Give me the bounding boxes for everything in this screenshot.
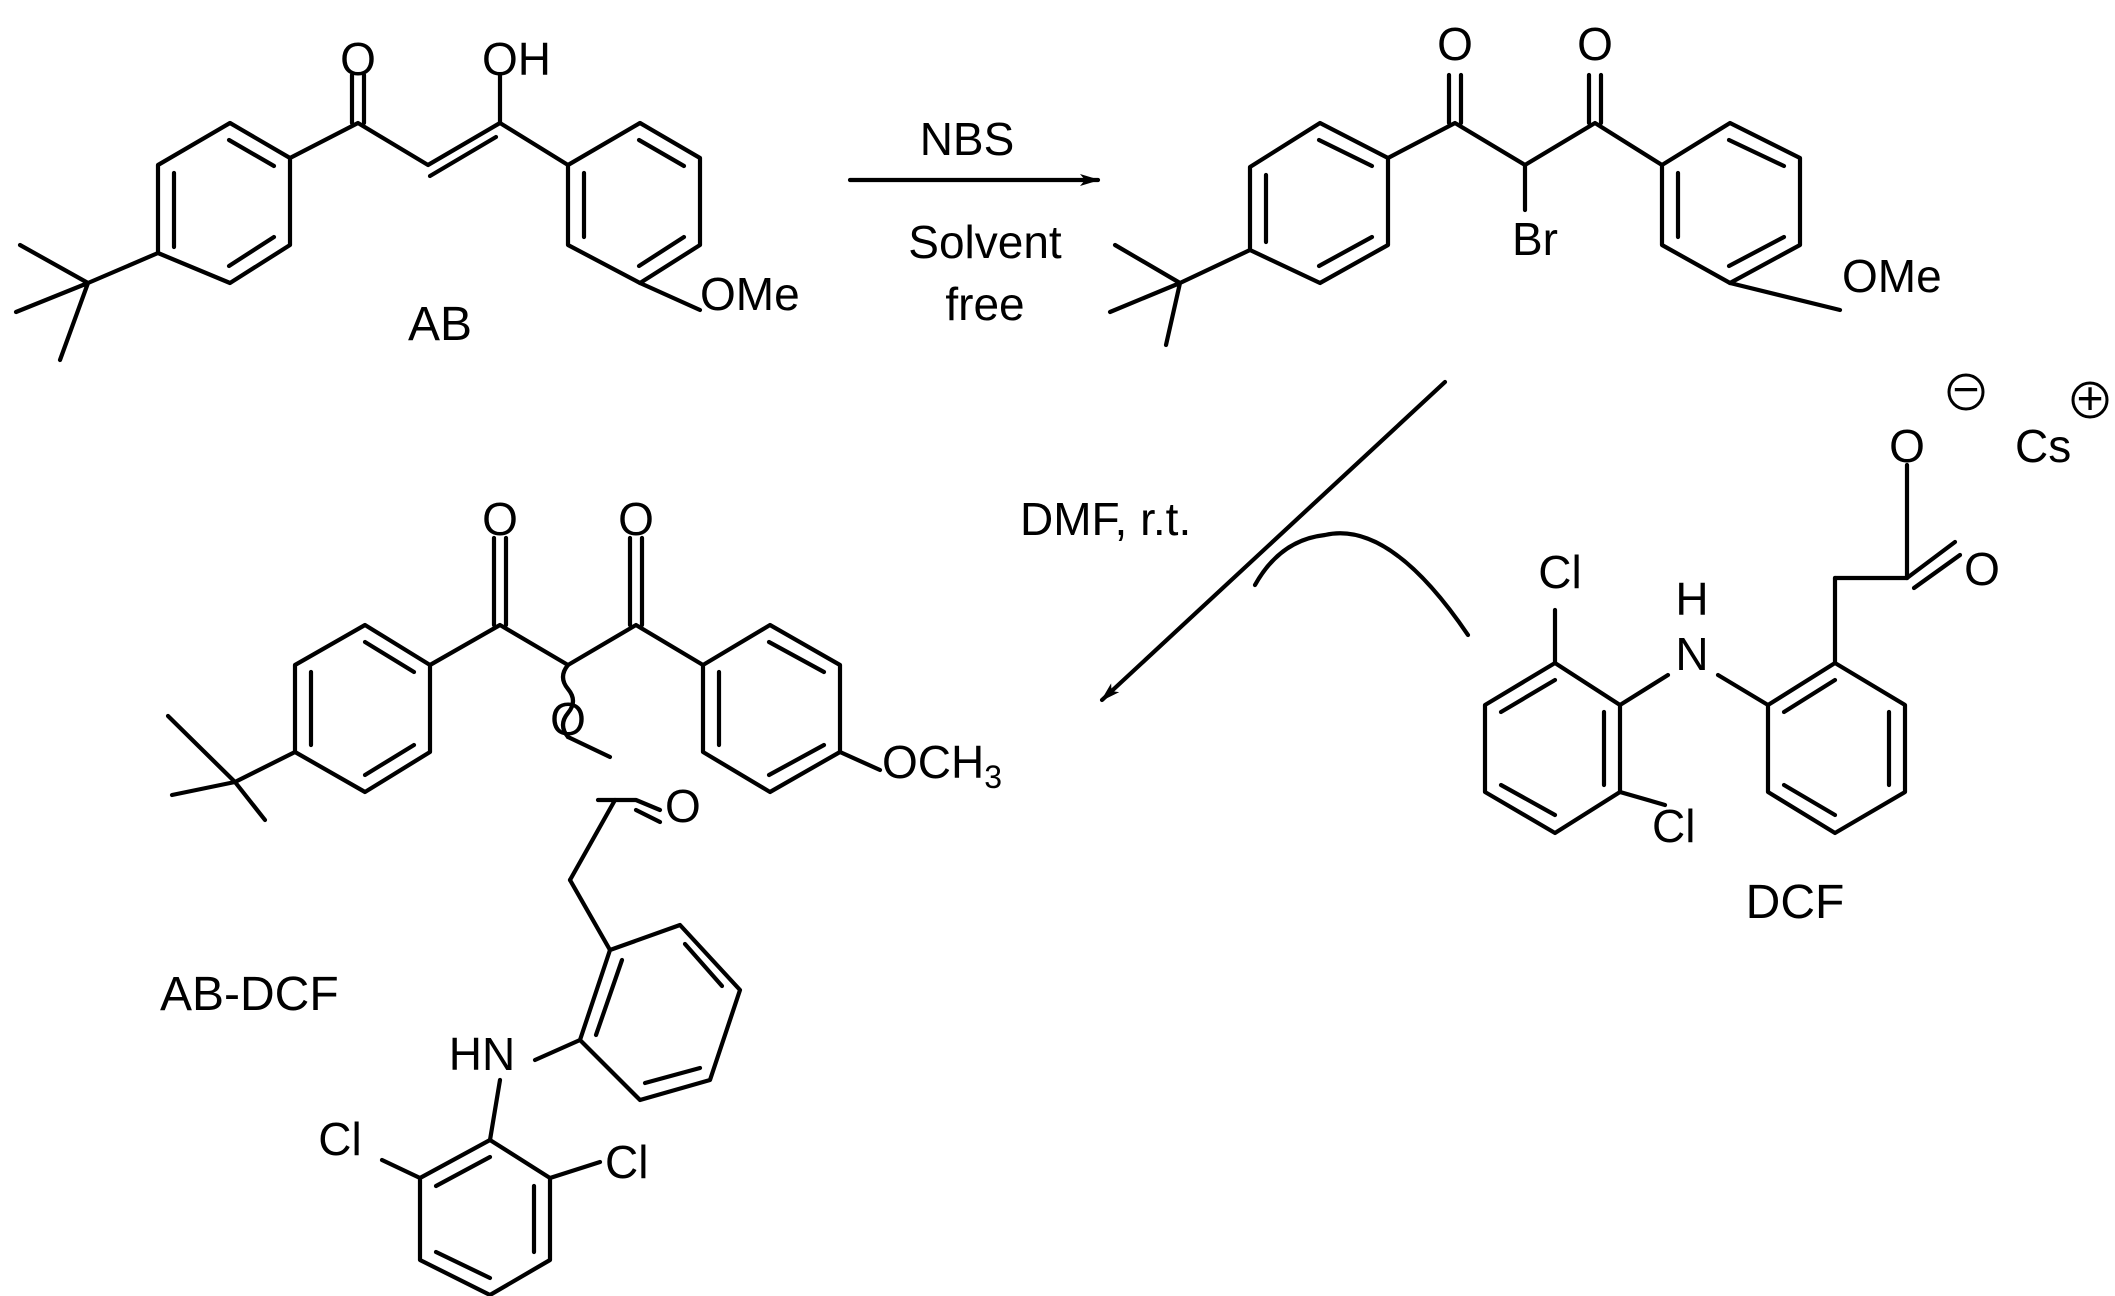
condition-free: free — [945, 278, 1024, 330]
ab-label: AB — [408, 298, 472, 351]
ab-hydroxyl: OH — [482, 33, 551, 85]
compound-ab-dcf: O O O O OCH3 HN Cl Cl AB-DCF — [160, 493, 1002, 1296]
dcf-cl-top: Cl — [1538, 546, 1581, 598]
product-ester-carbonyl-o: O — [665, 780, 701, 832]
reagent-nbs: NBS — [920, 113, 1015, 165]
product-carbonyl-o-left: O — [482, 493, 518, 545]
dcf-amine-h: H — [1675, 573, 1708, 625]
compound-dcf: O − O Cs + H N Cl Cl DCF — [1482, 363, 2109, 929]
dcf-cesium: Cs — [2015, 420, 2071, 472]
product-methoxy: OCH3 — [882, 736, 1002, 795]
product-ester-o: O — [550, 693, 586, 745]
dcf-cl-bottom: Cl — [1652, 800, 1695, 852]
product-cl-left: Cl — [318, 1113, 361, 1165]
bromo-carbonyl-o-right: O — [1577, 18, 1613, 70]
condition-dmf-rt: DMF, r.t. — [1020, 493, 1191, 545]
dcf-label: DCF — [1746, 876, 1845, 929]
ab-carbonyl-o: O — [340, 33, 376, 85]
product-cl-right: Cl — [605, 1136, 648, 1188]
reaction-arrow-step1: NBS Solvent free — [847, 113, 1101, 330]
bromo-br: Br — [1512, 213, 1558, 265]
product-amine: HN — [449, 1028, 515, 1080]
dcf-amine-n: N — [1675, 628, 1708, 680]
dcf-plus-charge: + — [2077, 372, 2104, 424]
product-label: AB-DCF — [160, 968, 339, 1021]
compound-bromo-intermediate: O O Br OMe — [1107, 18, 1942, 348]
dcf-carbonyl-o: O — [1964, 543, 2000, 595]
condition-solvent: Solvent — [908, 216, 1062, 268]
reaction-arrow-step2: DMF, r.t. — [1020, 379, 1471, 703]
bromo-methoxy: OMe — [1842, 250, 1942, 302]
bromo-carbonyl-o-left: O — [1437, 18, 1473, 70]
dcf-carboxylate-o-minus: O — [1889, 420, 1925, 472]
dcf-minus-charge: − — [1953, 363, 1980, 415]
compound-ab: O OH OMe AB — [13, 33, 800, 363]
ab-methoxy: OMe — [700, 268, 800, 320]
product-carbonyl-o-right: O — [618, 493, 654, 545]
